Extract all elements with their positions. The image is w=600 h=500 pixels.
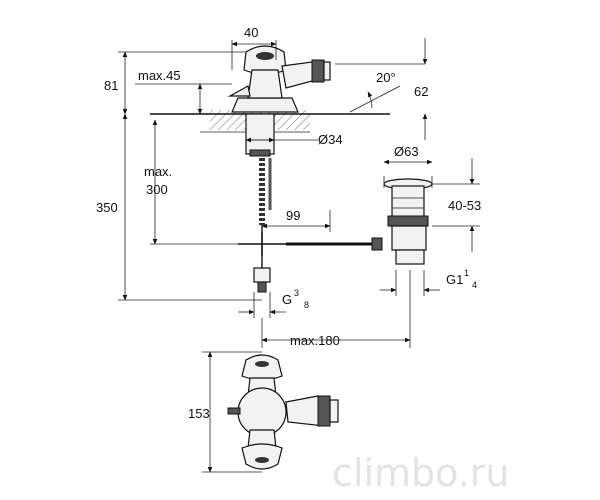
dimension-lines — [118, 38, 480, 473]
faucet-plan-view — [227, 354, 339, 470]
dim-81-label: 81 — [104, 78, 118, 93]
dim-99-label: 99 — [286, 208, 300, 223]
svg-text:1: 1 — [464, 268, 469, 278]
svg-text:3: 3 — [294, 288, 299, 298]
svg-text:G: G — [282, 292, 292, 307]
dim-max180-label: max.180 — [290, 333, 340, 348]
svg-text:8: 8 — [304, 300, 309, 310]
drain-waste — [383, 178, 433, 265]
dim-dia34-label: Ø34 — [318, 132, 343, 147]
faucet-front-view — [150, 45, 390, 293]
dim-max45-label: max.45 — [138, 68, 181, 83]
svg-text:G1: G1 — [446, 272, 463, 287]
dim-40-label: 40 — [244, 25, 258, 40]
dim-max300-line2: 300 — [146, 182, 168, 197]
dim-angle20-label: 20° — [376, 70, 396, 85]
dim-350-label: 350 — [96, 200, 118, 215]
dim-dia63-label: Ø63 — [394, 144, 419, 159]
dim-max300-line1: max. — [144, 164, 172, 179]
dim-62-label: 62 — [414, 84, 428, 99]
dim-40-53-label: 40-53 — [448, 198, 481, 213]
thread-g1-1-4-label: G1 1 4 — [446, 268, 477, 290]
thread-g3-8-label: G 3 8 — [282, 288, 309, 310]
dim-153-label: 153 — [188, 406, 210, 421]
svg-text:4: 4 — [472, 280, 477, 290]
watermark: climbo.ru — [332, 451, 510, 495]
